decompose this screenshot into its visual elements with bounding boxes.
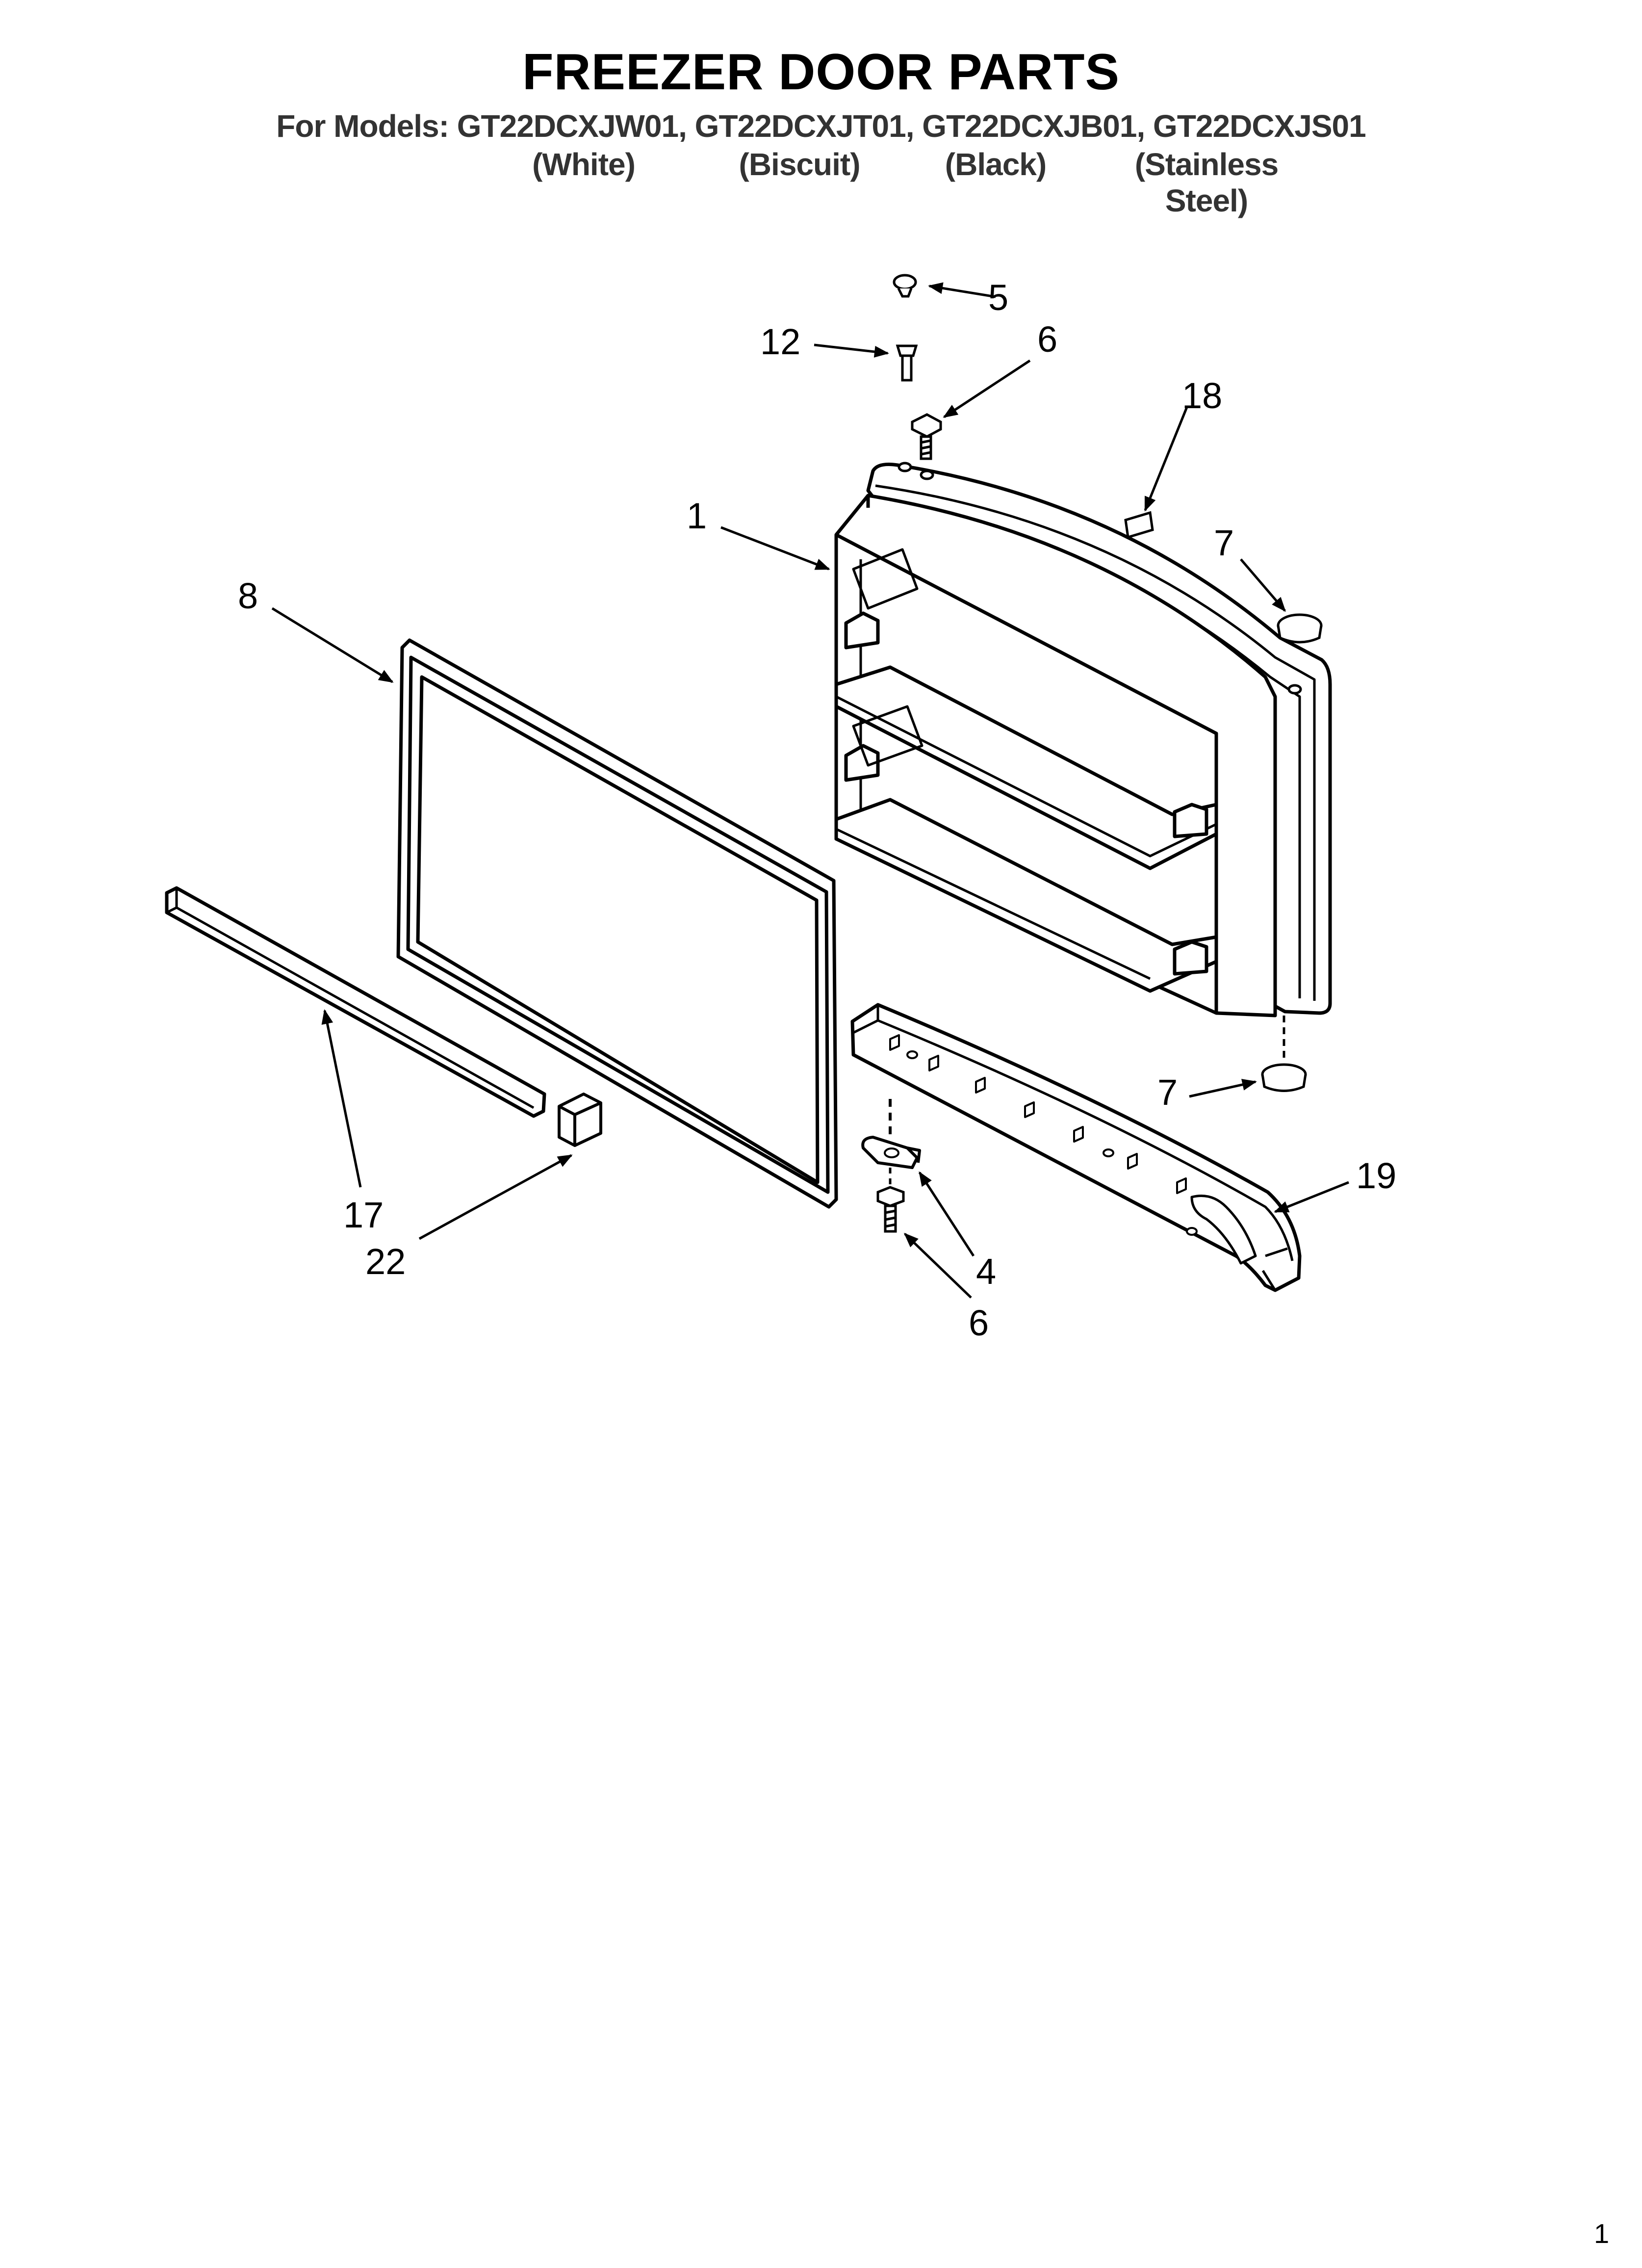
hinge-bushing-bottom-part [1261, 1016, 1307, 1092]
callout-5: 5 [988, 277, 1009, 318]
gasket-part [396, 638, 838, 1209]
door-liner-part [834, 462, 1332, 1017]
variant-stainless-steel: (Stainless Steel) [1134, 147, 1279, 218]
screw-top-part [911, 413, 942, 460]
leader-arrow-12 [814, 343, 889, 358]
page-title: FREEZER DOOR PARTS [522, 44, 1120, 101]
leader-arrows [271, 282, 1349, 1299]
plug-part [893, 274, 917, 298]
hinge-cap-top-part [1277, 613, 1323, 644]
trim-strip-part [165, 886, 546, 1118]
leader-arrow-7-bottom [1189, 1079, 1257, 1098]
callout-6-top: 6 [1037, 319, 1058, 360]
bottom-bracket-part [850, 1003, 1302, 1292]
leader-arrow-19 [1274, 1181, 1349, 1213]
leader-arrow-7-top [1240, 558, 1286, 612]
screw-bottom-part [876, 1168, 905, 1233]
label-part [1124, 511, 1154, 539]
end-cap-part [558, 1093, 602, 1147]
variant-black: (Black) [945, 147, 1047, 182]
leader-arrow-18 [1144, 407, 1188, 512]
callout-6-bottom: 6 [969, 1303, 989, 1343]
callout-8: 8 [238, 575, 258, 616]
leader-arrow-22 [418, 1154, 573, 1240]
pin-part [896, 344, 918, 382]
hinge-bracket-part [861, 1099, 921, 1169]
callout-19: 19 [1356, 1155, 1397, 1196]
leader-arrow-6-top [943, 359, 1031, 418]
callout-12: 12 [760, 321, 801, 362]
page-number: 1 [1594, 2218, 1610, 2249]
callout-4: 4 [976, 1251, 997, 1292]
leader-arrow-8 [271, 607, 394, 683]
callout-1: 1 [687, 495, 707, 536]
callout-7-top: 7 [1214, 522, 1234, 563]
callout-22: 22 [365, 1241, 406, 1282]
variant-white: (White) [532, 147, 636, 182]
leader-arrow-4 [918, 1171, 975, 1257]
callout-7-bottom: 7 [1157, 1072, 1178, 1113]
callout-18: 18 [1182, 375, 1223, 416]
variant-biscuit: (Biscuit) [739, 147, 861, 182]
model-list: For Models: GT22DCXJW01, GT22DCXJT01, GT… [276, 108, 1366, 144]
leader-arrow-17 [321, 1009, 362, 1188]
callout-17: 17 [343, 1195, 384, 1235]
leader-arrow-6-bottom [903, 1232, 972, 1299]
leader-arrow-1 [720, 526, 830, 571]
leader-arrow-5 [928, 282, 996, 298]
